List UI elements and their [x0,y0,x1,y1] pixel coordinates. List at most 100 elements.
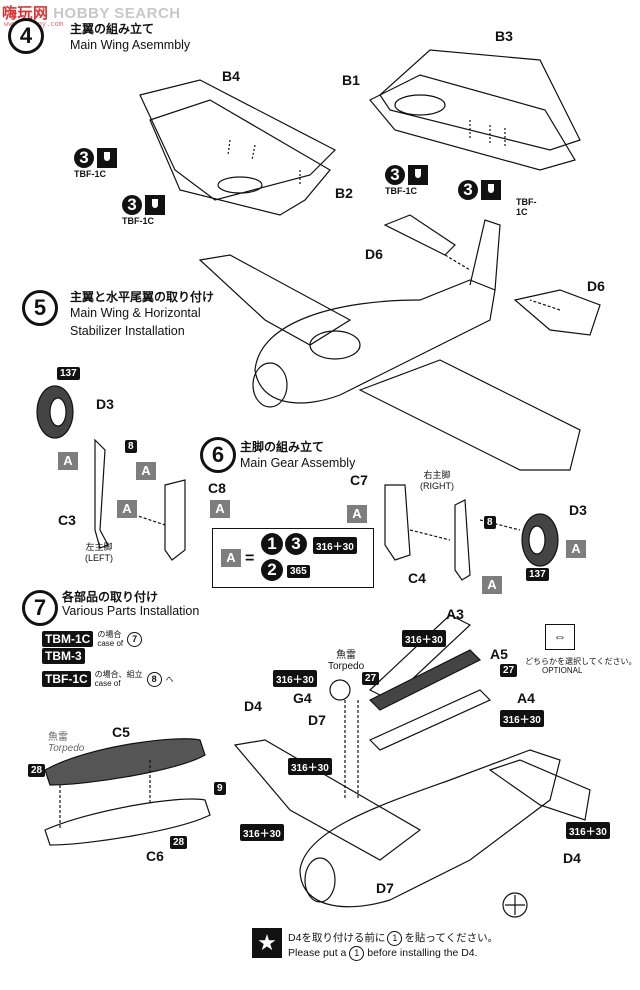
paint-a-wheel-right: A [566,540,586,558]
part-c3: C3 [58,512,76,528]
part-b4: B4 [222,68,240,84]
tail-step7 [488,759,591,821]
part-b3: B3 [495,28,513,44]
part-b2: B2 [335,185,353,201]
part-a5: A5 [490,646,508,662]
gear-right-label: 右主脚 (RIGHT) [420,468,454,491]
cement-mark-2: 3 TBF-1C [122,195,165,226]
step-7-number: 7 [22,590,58,626]
variant-tag: TBM-1C [42,631,94,647]
variant-tbm3: TBM-3 [42,648,85,664]
callout-mix-g4: 316＋30 [288,758,332,775]
torpedo-en: Torpedo [328,661,365,672]
callout-mix-d4: 316＋30 [273,670,317,687]
mix-365: 365 [287,565,310,578]
part-c7: C7 [350,472,368,488]
cement-icon [97,148,117,168]
note-ring-jp: 1 [387,931,403,946]
cement-number: 3 [458,180,478,200]
cement-icon [145,195,165,215]
gear-left-en: (LEFT) [85,553,113,563]
step-4-title-en: Main Wing Asemmbly [70,38,191,52]
part-c8: C8 [208,480,226,496]
watermark-brand-suffix: SEARCH [114,5,181,22]
part-c6: C6 [146,848,164,864]
right-wing-step5 [358,359,581,471]
wing-b3-upper [379,49,581,151]
cement-mark-1: 3 TBF-1C [74,148,117,179]
callout-mix-a3: 316＋30 [402,630,446,647]
mix-316-30-box: 316＋30 [313,537,357,554]
gear-door-c8 [164,479,186,561]
step-7-title-en: Various Parts Installation [62,604,200,618]
torpedo-c5 [44,738,206,786]
watermark-brand: 嗨玩网 HOBBY SEARCH [2,2,181,23]
part-g4: G4 [293,690,312,706]
step-7-title-jp: 各部品の取り付け [62,590,159,604]
torpedo-label-small: 魚雷 Torpedo [48,732,84,754]
step-5-title-jp: 主翼と水平尾翼の取り付け [70,290,215,304]
cement-number: 3 [74,148,94,168]
wing-b1-lower [369,74,576,171]
callout-mix-tail: 316＋30 [566,822,610,839]
gear-left-label: 左主脚 (LEFT) [85,540,113,563]
part-d3-left: D3 [96,396,114,412]
step-4-number: 4 [8,18,44,54]
step-6-title-jp: 主脚の組み立て [240,440,325,454]
watermark-brand-prefix: HOBBY [53,5,110,22]
paint-a-c3: A [117,500,137,518]
paint-a-c8: A [210,500,230,518]
step-5-number: 5 [22,290,58,326]
part-d4-left: D4 [244,698,262,714]
torpedo-en-small: Torpedo [48,743,85,754]
cement-tag: TBF-1C [74,169,106,179]
paint-a-c4: A [482,576,502,594]
step-4-title-jp: 主翼の組み立て [70,22,155,36]
callout-137-left: 137 [57,367,80,380]
torpedo-jp: 魚雷 [336,650,357,661]
equals-sign: = [245,550,255,567]
paint-mix-a: A [221,549,241,567]
cement-mark-3: 3 TBF-1C [385,165,428,196]
note-en: Please put a 1 before installing the D4. [288,946,478,961]
paint-3: 3 [285,533,307,555]
fuselage-step5 [254,279,496,404]
cement-tag: TBF-1C [385,186,417,196]
strut-c3 [94,438,109,549]
paint-a-wheel-left: A [58,452,78,470]
callout-137-right: 137 [526,568,549,581]
part-d4-right: D4 [563,850,581,866]
part-c5: C5 [112,724,130,740]
callout-mix-wing: 316＋30 [240,824,284,841]
cement-number: 3 [122,195,142,215]
variant-tag: TBM-3 [42,648,85,664]
paint-row-1: 1 3 [261,533,307,555]
gear-right-jp: 右主脚 [423,470,451,480]
tail-fin [469,219,501,291]
callout-8-right: 8 [484,516,496,529]
callout-9: 9 [214,782,226,795]
optional-arrow-icon: ⇔ [545,624,575,650]
watermark-site-chars: 嗨玩网 [2,5,49,22]
variant-step-ref: 7 [127,631,143,647]
part-d6-left: D6 [365,246,383,262]
cement-number: 3 [385,165,405,185]
optional-en: OPTIONAL [542,666,583,675]
cement-tag: TBF-1C [516,197,537,217]
strut-c4 [454,499,471,581]
paint-a-strut-left: A [136,462,156,480]
cement-icon [481,180,501,200]
part-b1: B1 [342,72,360,88]
callout-27-left: 27 [362,672,380,685]
fuselage-step7 [299,749,561,908]
optional-jp: どちらかを選択してください。 [525,657,637,666]
step-6-title-en: Main Gear Assembly [240,456,356,470]
stabilizer-d6-left [383,214,456,256]
part-d7-bottom: D7 [376,880,394,896]
paint-1: 1 [261,533,283,555]
cement-tag: TBF-1C [122,216,154,226]
